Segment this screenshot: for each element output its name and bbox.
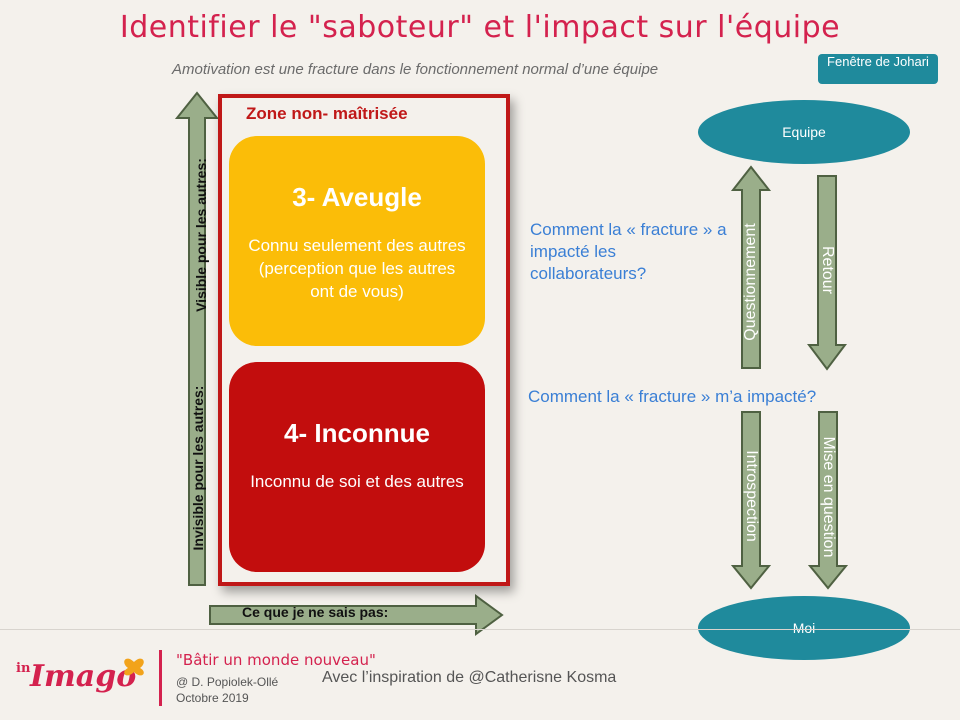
team-node: Equipe xyxy=(698,100,910,164)
page-subtitle: Amotivation est une fracture dans le fon… xyxy=(172,61,659,78)
logo-divider xyxy=(159,650,162,706)
logo-prefix: in xyxy=(16,661,31,676)
author-block: @ D. Popiolek-Ollé Octobre 2019 xyxy=(176,674,278,706)
invisible-axis-label: Invisible pour les autres: xyxy=(190,385,206,551)
quadrant-description: Inconnu de soi et des autres xyxy=(250,472,464,491)
inspiration-credit: Avec l’inspiration de @Catherisne Kosma xyxy=(322,669,617,686)
visible-axis-label: Visible pour les autres: xyxy=(193,158,209,312)
quadrant-title: 4- Inconnue xyxy=(284,418,430,448)
question-team-impact: Comment la « fracture » a impacté les co… xyxy=(530,220,727,283)
knowledge-axis-arrow xyxy=(209,594,504,636)
introspection-arrow xyxy=(730,411,772,590)
footer-divider xyxy=(0,629,960,630)
quadrant-title: 3- Aveugle xyxy=(292,182,422,212)
logo-name: Imago xyxy=(29,659,136,694)
quadrant-description: Connu seulement des autres (perception q… xyxy=(248,236,466,301)
introspection-label: Introspection xyxy=(743,450,760,542)
retour-arrow xyxy=(807,175,847,371)
quadrant-blind: 3- Aveugle Connu seulement des autres (p… xyxy=(229,136,485,346)
author-name: @ D. Popiolek-Ollé xyxy=(176,675,279,689)
questionnement-arrow xyxy=(730,165,772,369)
unknown-to-self-label: Ce que je ne sais pas: xyxy=(242,604,389,620)
questionnement-label: Questionnement xyxy=(742,223,759,341)
retour-label: Retour xyxy=(819,245,836,295)
visibility-axis-arrow xyxy=(174,91,220,586)
uncontrolled-zone-frame xyxy=(218,94,510,586)
mise-en-question-arrow xyxy=(807,411,849,590)
slogan: "Bâtir un monde nouveau" xyxy=(176,651,376,669)
question-self-impact: Comment la « fracture » m’a impacté? xyxy=(528,387,817,406)
self-node: Moi xyxy=(698,596,910,660)
butterfly-icon xyxy=(124,658,144,676)
uncontrolled-zone-label: Zone non- maîtrisée xyxy=(246,104,408,123)
mise-en-question-label: Mise en question xyxy=(820,436,837,558)
inimago-logo: in Imago xyxy=(16,658,144,694)
quadrant-unknown: 4- Inconnue Inconnu de soi et des autres xyxy=(229,362,485,572)
author-date: Octobre 2019 xyxy=(176,691,249,705)
page-title: Identifier le "saboteur" et l'impact sur… xyxy=(119,10,841,45)
johari-window-button[interactable]: Fenêtre de Johari xyxy=(818,54,938,84)
